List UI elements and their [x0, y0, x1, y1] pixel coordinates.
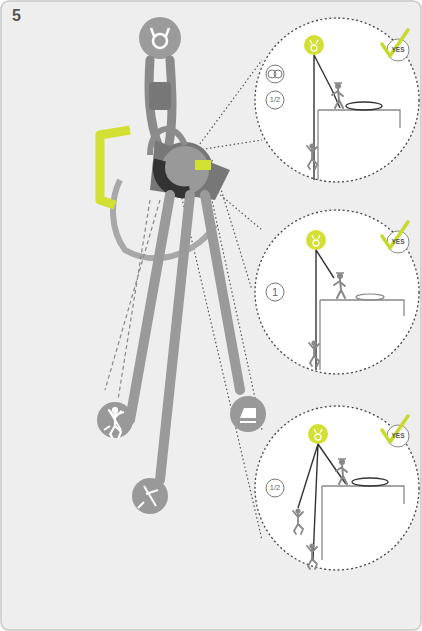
yes-badge: YES: [391, 239, 404, 246]
callout-number: 1/2: [270, 96, 280, 104]
yes-badge: YES: [391, 433, 404, 440]
callout-number: 1: [272, 287, 278, 298]
yes-badge: YES: [391, 47, 404, 54]
callout-number: 1/2: [270, 484, 280, 492]
step-number: 5: [12, 8, 21, 24]
